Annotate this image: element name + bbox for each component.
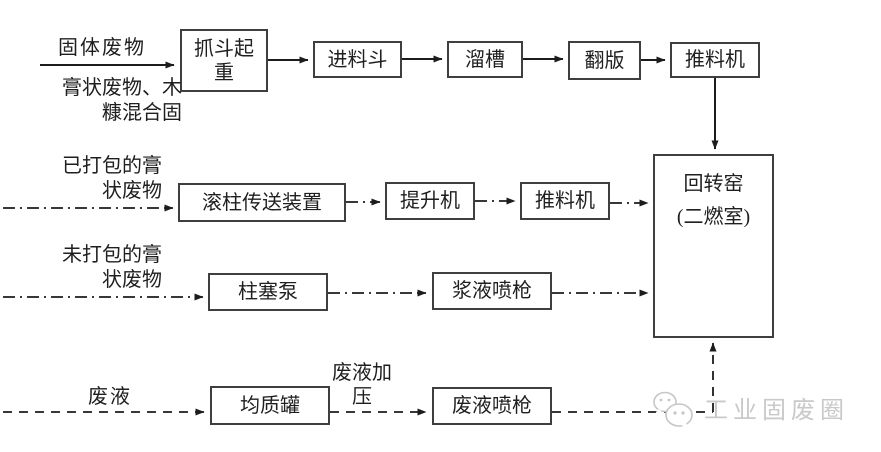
box-chute: 溜槽 — [447, 41, 523, 78]
box-homogenizer-tank: 均质罐 — [210, 386, 330, 425]
wechat-logo-icon — [653, 391, 693, 429]
label-unpacked-paste: 未打包的膏 状废物 — [62, 244, 162, 291]
label-solid-waste-mix: 膏状废物、木 糠混合固 — [62, 77, 182, 124]
box-rotary-kiln: 回转窑 (二燃室) — [653, 154, 774, 338]
label-packed-paste: 已打包的膏 状废物 — [62, 155, 162, 202]
flow-line-solid-waste — [40, 55, 719, 150]
box-waste-liquid-spray-gun: 废液喷枪 — [432, 387, 552, 425]
box-grab-crane: 抓斗起 重 — [180, 29, 268, 92]
box-pusher-top: 推料机 — [670, 42, 760, 78]
box-elevator: 提升机 — [385, 182, 475, 220]
box-pusher-mid: 推料机 — [520, 182, 610, 220]
flow-line-packed-paste — [3, 197, 649, 212]
flow-line-unpacked-paste — [3, 289, 649, 301]
box-slurry-spray-gun: 浆液喷枪 — [432, 272, 552, 310]
box-feed-hopper: 进料斗 — [313, 41, 402, 78]
watermark-text: 工业固废圈 — [704, 397, 849, 424]
label-solid-waste: 固体废物 — [58, 37, 146, 59]
watermark: 工业固废圈 — [648, 388, 849, 434]
box-plunger-pump: 柱塞泵 — [208, 273, 328, 311]
box-flip-plate: 翻版 — [568, 41, 641, 80]
label-waste-liquid: 废液 — [88, 386, 132, 408]
label-waste-liquid-pressurize: 废液加 压 — [332, 362, 392, 408]
box-roller-conveyor: 滚柱传送装置 — [178, 183, 346, 222]
